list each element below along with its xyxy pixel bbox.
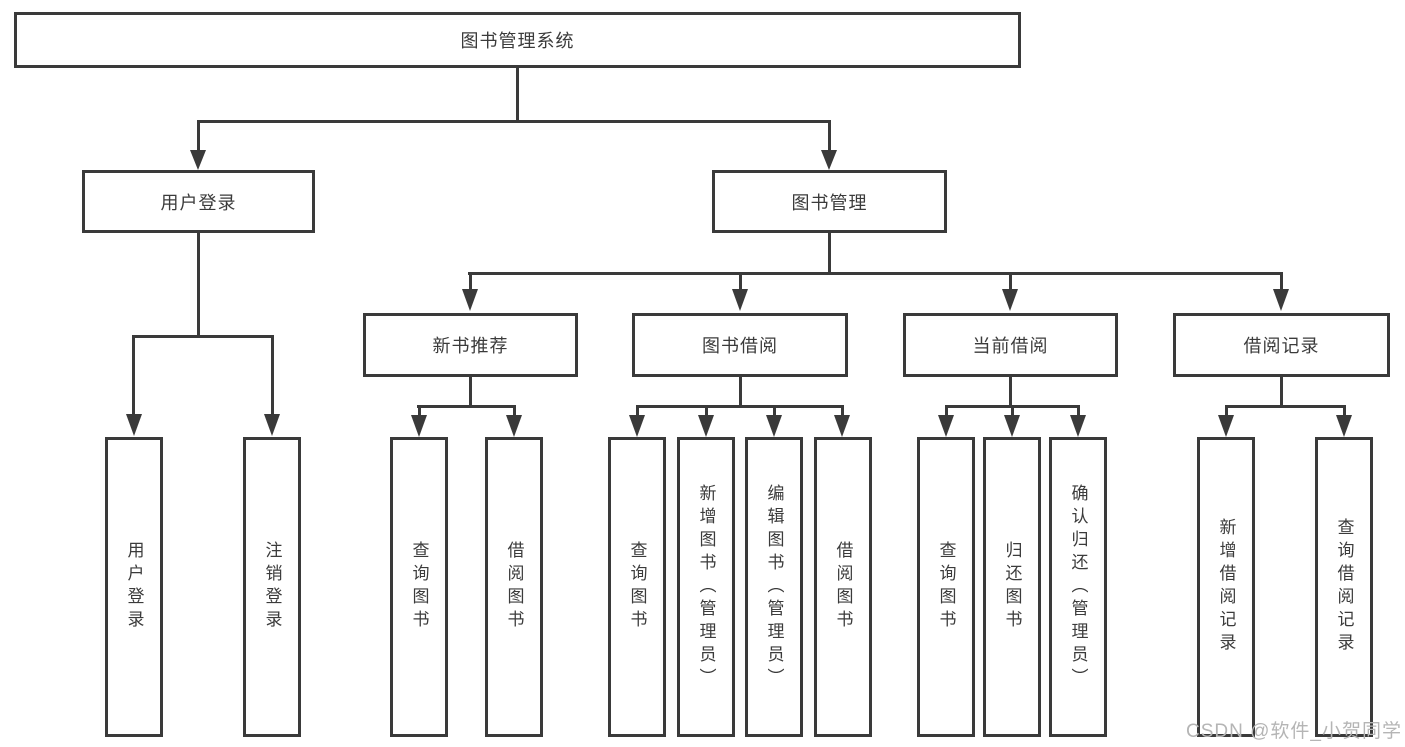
arrowhead-borrow-books-2	[834, 415, 850, 437]
connector-drop-query-books-2	[636, 405, 639, 417]
arrowhead-query-books-3	[938, 415, 954, 437]
node-book-borrow-label: 图书借阅	[702, 336, 778, 356]
leaf-edit-books-admin: 编辑图书（管理员）	[745, 437, 803, 737]
connector-current-borrow-stem	[1009, 377, 1012, 407]
arrowhead-edit-books-admin	[766, 415, 782, 437]
connector-drop-query-books-1	[418, 405, 421, 417]
node-root: 图书管理系统	[14, 12, 1021, 68]
leaf-user-login-label: 用户登录	[124, 541, 144, 633]
leaf-add-books-admin: 新增图书（管理员）	[677, 437, 735, 737]
arrowhead-query-books-2	[629, 415, 645, 437]
connector-new-book-recommend-stem	[469, 377, 472, 407]
arrowhead-query-borrow-record	[1336, 415, 1352, 437]
arrowhead-book-borrow	[732, 289, 748, 311]
connector-drop-borrow-records	[1280, 272, 1283, 290]
connector-drop-book-borrow	[739, 272, 742, 290]
leaf-query-books-1: 查询图书	[390, 437, 448, 737]
connector-drop-borrow-books-2	[841, 405, 844, 417]
node-book-management: 图书管理	[712, 170, 947, 233]
leaf-query-borrow-record-label: 查询借阅记录	[1334, 518, 1354, 656]
leaf-add-books-admin-label: 新增图书（管理员）	[696, 483, 716, 691]
node-root-label: 图书管理系统	[460, 31, 575, 51]
node-borrow-records-label: 借阅记录	[1243, 336, 1320, 356]
connector-drop-add-books-admin	[705, 405, 708, 417]
leaf-query-books-2: 查询图书	[608, 437, 666, 737]
arrowhead-new-book-recommend	[462, 289, 478, 311]
leaf-query-books-2-label: 查询图书	[627, 541, 647, 633]
connector-borrow-records-rail	[1225, 405, 1345, 408]
leaf-borrow-books-1-label: 借阅图书	[504, 541, 524, 633]
node-book-borrow: 图书借阅	[632, 313, 848, 377]
node-borrow-records: 借阅记录	[1173, 313, 1390, 377]
connector-book-management-stem	[828, 233, 831, 274]
connector-borrow-records-stem	[1280, 377, 1283, 407]
connector-drop-user-login	[197, 120, 200, 152]
arrowhead-query-books-1	[411, 415, 427, 437]
node-user-login-label: 用户登录	[160, 192, 237, 213]
leaf-borrow-books-2: 借阅图书	[814, 437, 872, 737]
connector-drop-book-management	[828, 120, 831, 152]
connector-drop-borrow-books-1	[513, 405, 516, 417]
connector-drop-leaf-user-login	[132, 335, 135, 417]
leaf-confirm-return-admin-label: 确认归还（管理员）	[1068, 483, 1088, 691]
connector-drop-leaf-logout	[271, 335, 274, 417]
connector-drop-add-borrow-record	[1225, 405, 1228, 417]
leaf-return-books-label: 归还图书	[1002, 541, 1022, 633]
leaf-borrow-books-1: 借阅图书	[485, 437, 543, 737]
csdn-watermark: CSDN @软件_小贺同学	[1186, 721, 1402, 742]
leaf-query-books-3-label: 查询图书	[936, 541, 956, 633]
leaf-return-books: 归还图书	[983, 437, 1041, 737]
connector-drop-confirm-return	[1077, 405, 1080, 417]
arrowhead-leaf-user-login	[126, 414, 142, 436]
arrowhead-add-borrow-record	[1218, 415, 1234, 437]
node-user-login: 用户登录	[82, 170, 315, 233]
connector-drop-current-borrow	[1009, 272, 1012, 290]
connector-level2-rail	[197, 120, 831, 123]
connector-user-login-rail	[132, 335, 274, 338]
arrowhead-current-borrow	[1002, 289, 1018, 311]
connector-drop-return-books	[1011, 405, 1014, 417]
arrowhead-book-management	[821, 150, 837, 170]
connector-user-login-stem	[197, 233, 200, 337]
connector-drop-query-borrow-record	[1343, 405, 1346, 417]
arrowhead-borrow-books-1	[506, 415, 522, 437]
leaf-add-borrow-record-label: 新增借阅记录	[1216, 518, 1236, 656]
connector-drop-edit-books-admin	[773, 405, 776, 417]
leaf-borrow-books-2-label: 借阅图书	[833, 541, 853, 633]
leaf-confirm-return-admin: 确认归还（管理员）	[1049, 437, 1107, 737]
connector-drop-query-books-3	[945, 405, 948, 417]
node-new-book-recommend-label: 新书推荐	[432, 336, 509, 356]
node-current-borrow-label: 当前借阅	[972, 336, 1049, 356]
connector-level3-rail	[468, 272, 1282, 275]
node-new-book-recommend: 新书推荐	[363, 313, 578, 377]
arrowhead-confirm-return	[1070, 415, 1086, 437]
node-book-management-label: 图书管理	[791, 192, 868, 213]
leaf-logout: 注销登录	[243, 437, 301, 737]
connector-drop-new-book-recommend	[469, 272, 472, 290]
leaf-logout-label: 注销登录	[262, 541, 282, 633]
arrowhead-add-books-admin	[698, 415, 714, 437]
arrowhead-borrow-records	[1273, 289, 1289, 311]
leaf-query-books-1-label: 查询图书	[409, 541, 429, 633]
connector-book-borrow-rail	[636, 405, 844, 408]
leaf-query-books-3: 查询图书	[917, 437, 975, 737]
connector-new-book-recommend-rail	[417, 405, 516, 408]
connector-book-borrow-stem	[739, 377, 742, 407]
arrowhead-user-login	[190, 150, 206, 170]
leaf-user-login: 用户登录	[105, 437, 163, 737]
connector-root-stem	[516, 68, 519, 122]
leaf-edit-books-admin-label: 编辑图书（管理员）	[764, 483, 784, 691]
arrowhead-leaf-logout	[264, 414, 280, 436]
leaf-add-borrow-record: 新增借阅记录	[1197, 437, 1255, 737]
arrowhead-return-books	[1004, 415, 1020, 437]
leaf-query-borrow-record: 查询借阅记录	[1315, 437, 1373, 737]
node-current-borrow: 当前借阅	[903, 313, 1118, 377]
